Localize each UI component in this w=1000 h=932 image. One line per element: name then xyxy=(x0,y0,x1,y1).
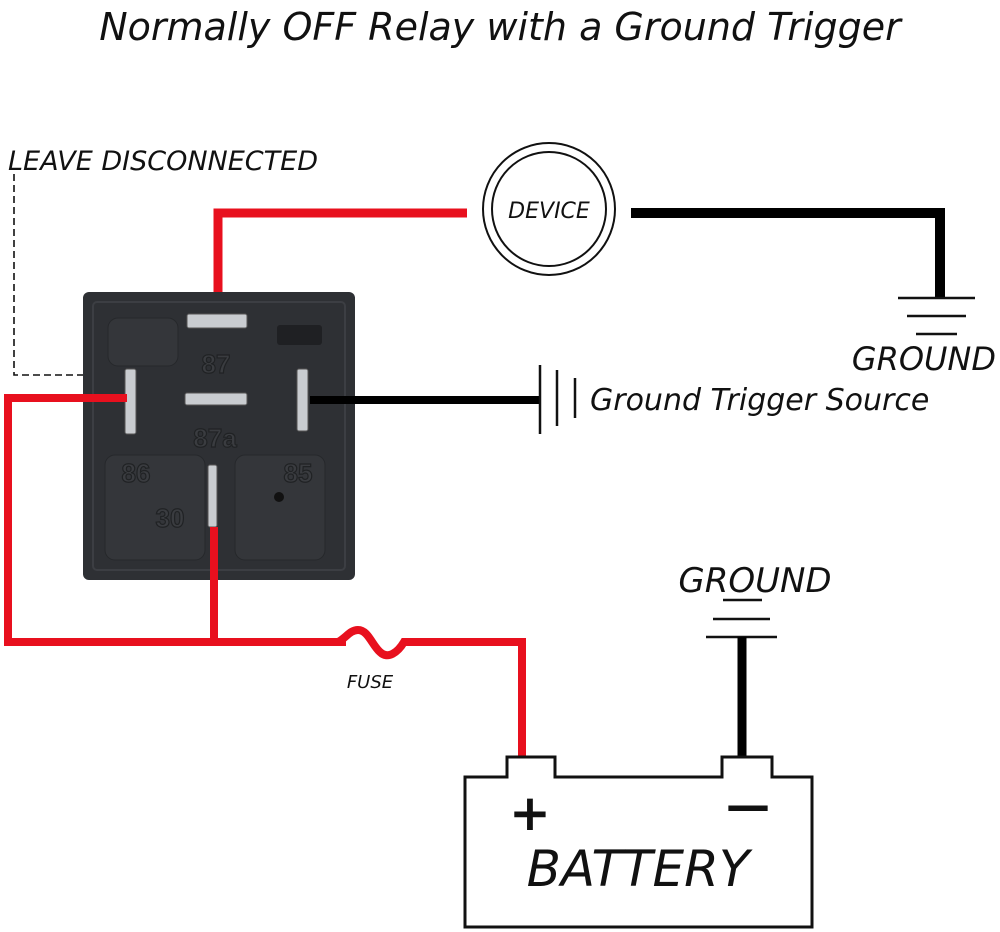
ground-symbol-top xyxy=(898,296,975,336)
pin-30 xyxy=(207,464,218,528)
wire-device-to-ground xyxy=(631,208,945,298)
diagram-title: Normally OFF Relay with a Ground Trigger xyxy=(99,5,903,49)
wire-86-to-power xyxy=(4,394,346,646)
ground-trigger-source-label: Ground Trigger Source xyxy=(590,383,929,418)
pin-label-30: 30 xyxy=(156,503,185,533)
device-label: DEVICE xyxy=(508,199,590,224)
pin-87 xyxy=(186,313,248,329)
fuse-label: FUSE xyxy=(347,672,394,693)
ground-label-top: GROUND xyxy=(852,340,996,378)
battery: + — BATTERY xyxy=(463,755,814,929)
battery-plus-sign: + xyxy=(509,784,551,842)
ground-trigger-symbol xyxy=(538,365,577,434)
relay-marker-dot xyxy=(274,492,284,502)
wire-87-to-device xyxy=(213,208,467,318)
leave-disconnected-label: LEAVE DISCONNECTED xyxy=(8,146,318,177)
device-symbol: DEVICE xyxy=(482,142,616,276)
pin-85 xyxy=(296,368,309,432)
pin-87a xyxy=(184,392,248,406)
battery-minus-sign: — xyxy=(726,780,770,831)
pin-label-86: 86 xyxy=(122,458,151,488)
pin-label-87a: 87a xyxy=(193,423,237,453)
ground-label-battery: GROUND xyxy=(678,561,831,601)
pin-label-85: 85 xyxy=(284,458,313,488)
fuse-and-battery-wire xyxy=(335,625,526,756)
relay-window xyxy=(277,325,322,345)
battery-body xyxy=(463,755,814,929)
battery-label: BATTERY xyxy=(527,840,753,898)
ground-symbol-battery xyxy=(706,598,777,639)
relay: 87 87a 86 85 30 xyxy=(83,292,355,580)
pin-label-87: 87 xyxy=(202,349,231,379)
